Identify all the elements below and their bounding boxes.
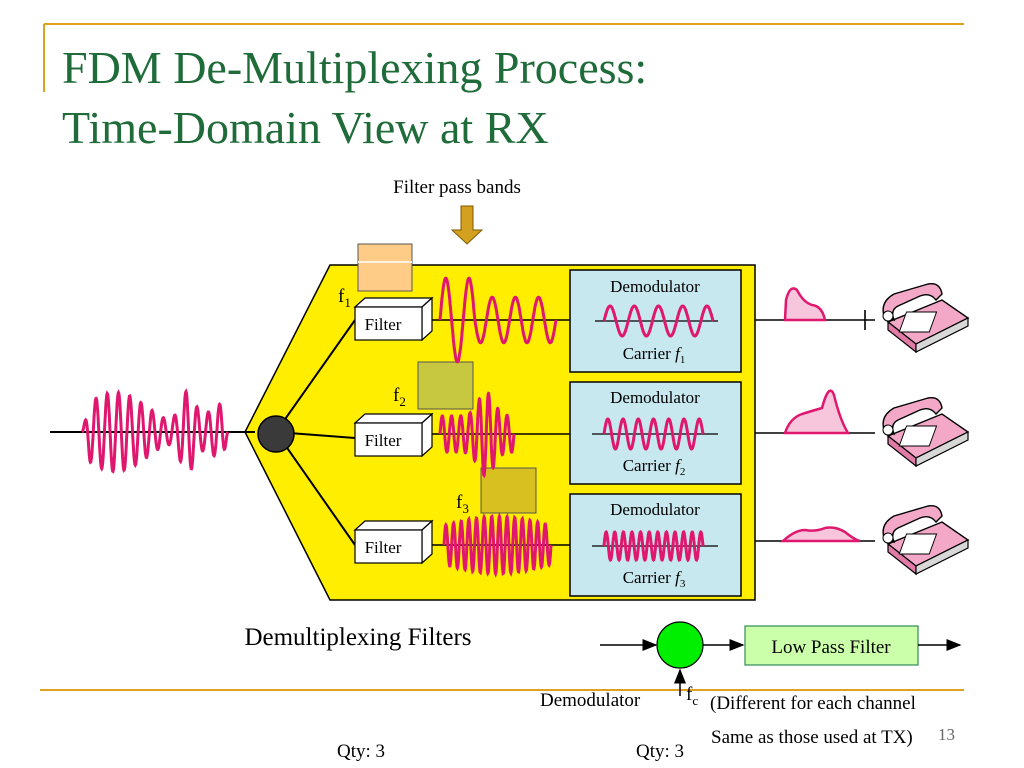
filter-label-1: Filter [365, 315, 402, 334]
demodulator-caption: Demodulator [540, 690, 641, 711]
filter-output-signal-3 [442, 512, 553, 578]
filter-output-signal-1 [438, 276, 558, 364]
fc-label: fc [686, 684, 698, 708]
band-label-1: f1 [338, 286, 351, 310]
demodulator-label-2: Demodulator [610, 388, 700, 407]
filter-label-3: Filter [365, 538, 402, 557]
demodulator-box-1: Demodulator Carrier f1 [569, 269, 742, 373]
page-number: 13 [938, 725, 955, 744]
demux-filters-label: Demultiplexing Filters [244, 624, 471, 651]
demodulator-box-2: Demodulator Carrier f2 [569, 381, 742, 485]
note-line-2: Same as those used at TX) [711, 727, 913, 748]
telephone-icon-1 [882, 283, 970, 354]
composite-signal [80, 388, 230, 474]
qty-right-label: Qty: 3 [636, 741, 684, 762]
recovered-signal-1 [755, 287, 875, 330]
demodulator-label-3: Demodulator [610, 500, 700, 519]
note-line-1: (Different for each channel [710, 693, 916, 714]
telephone-icon-2 [882, 397, 970, 468]
filter-box-1: Filter [353, 296, 434, 342]
filter-box-3: Filter [353, 519, 434, 565]
low-pass-filter-label: Low Pass Filter [771, 637, 891, 658]
pass-band-1 [357, 243, 413, 292]
low-pass-filter-box [744, 625, 919, 666]
down-arrow-icon [450, 205, 484, 245]
pass-band-2 [417, 361, 474, 410]
splitter-node [257, 415, 295, 453]
filter-label-2: Filter [365, 431, 402, 450]
demodulator-label-1: Demodulator [610, 277, 700, 296]
recovered-signal-2 [755, 389, 875, 435]
slide-frame-lines [40, 23, 964, 691]
qty-left-label: Qty: 3 [337, 741, 385, 762]
band-label-2: f2 [393, 385, 406, 409]
carrier-wave-2 [602, 417, 705, 451]
recovered-signal-3 [755, 526, 875, 543]
telephone-icon-3 [882, 505, 970, 576]
demodulator-box-3: Demodulator Carrier f3 [569, 493, 742, 597]
carrier-wave-1 [602, 304, 715, 338]
pass-band-3 [480, 467, 537, 514]
carrier-label-1: Carrier f1 [623, 344, 686, 366]
title-line-2: Time-Domain View at RX [62, 102, 549, 153]
carrier-wave-3 [602, 529, 705, 563]
mixer-node [656, 621, 704, 669]
title-line-1: FDM De-Multiplexing Process: [62, 42, 648, 93]
carrier-label-2: Carrier f2 [623, 456, 686, 478]
carrier-label-3: Carrier f3 [623, 568, 686, 590]
slide-title: FDM De-Multiplexing Process: Time-Domain… [62, 38, 647, 158]
band-label-3: f3 [456, 492, 469, 516]
filter-output-signal-2 [438, 391, 516, 479]
filter-box-2: Filter [353, 412, 434, 458]
filter-pass-bands-label: Filter pass bands [393, 177, 521, 198]
